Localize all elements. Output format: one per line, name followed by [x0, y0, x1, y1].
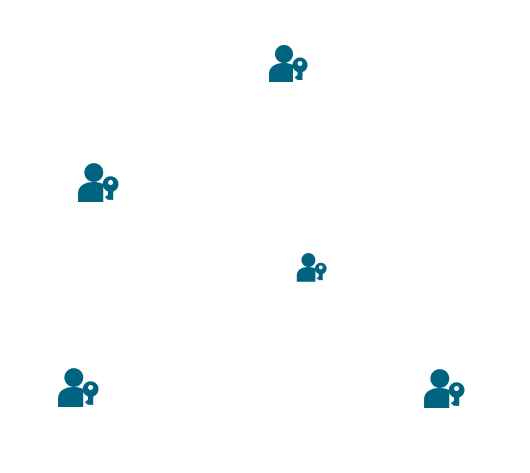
user-key-icon-graphic [296, 253, 327, 282]
user-key-icon [268, 44, 308, 82]
user-key-icon [77, 162, 119, 202]
user-key-icon-graphic [58, 368, 99, 407]
user-key-icon-graphic [424, 369, 465, 408]
user-key-icon [296, 252, 327, 282]
user-key-icon [423, 368, 465, 408]
user-key-icon [57, 367, 99, 407]
user-key-icon-graphic [269, 45, 308, 82]
user-key-icon-graphic [78, 163, 119, 202]
